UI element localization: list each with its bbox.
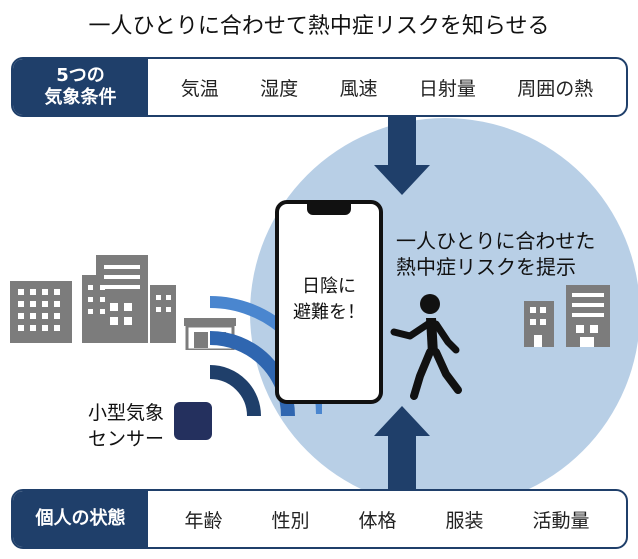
phone-notch (307, 203, 351, 215)
personal-item: 年齢 (184, 509, 223, 532)
weather-item: 風速 (339, 77, 378, 100)
sensor-label-line2: センサー (87, 428, 164, 450)
weather-conditions-label: 5つの 気象条件 (13, 59, 148, 115)
diagram-title: 一人ひとりに合わせて熱中症リスクを知らせる (88, 14, 550, 39)
personal-item: 服装 (445, 509, 484, 532)
weather-conditions-bar: 5つの 気象条件 気温 湿度 風速 日射量 周囲の熱 (11, 57, 628, 117)
personal-label-text: 個人の状態 (35, 508, 126, 529)
weather-label-line1: 5つの (56, 65, 105, 86)
city-buildings-icon (10, 255, 176, 343)
office-buildings-icon (524, 285, 610, 347)
phone-message: 日陰に 避難を！ (279, 274, 379, 326)
personal-state-bar: 個人の状態 年齢 性別 体格 服装 活動量 (11, 489, 628, 549)
weather-item: 日射量 (418, 77, 476, 100)
phone-message-line1: 日陰に (302, 276, 356, 297)
phone-message-line2: 避難を！ (293, 302, 365, 323)
weather-item: 気温 (180, 77, 219, 100)
up-arrow-icon (374, 406, 430, 490)
personal-item: 性別 (271, 509, 310, 532)
risk-message-line1: 一人ひとりに合わせた (396, 229, 596, 253)
risk-message: 一人ひとりに合わせた 熱中症リスクを提示 (396, 228, 595, 280)
personal-state-label: 個人の状態 (13, 491, 148, 547)
personal-items: 年齢 性別 体格 服装 活動量 (148, 491, 626, 547)
weather-label-line2: 気象条件 (44, 87, 117, 108)
weather-sensor-icon (174, 402, 212, 440)
personal-item: 活動量 (532, 509, 590, 532)
sensor-label: 小型気象 センサー (66, 400, 164, 452)
personal-item: 体格 (358, 509, 397, 532)
weather-item: 湿度 (260, 77, 299, 100)
walking-person-icon (390, 294, 462, 400)
risk-message-line2: 熱中症リスクを提示 (396, 255, 576, 279)
weather-items: 気温 湿度 風速 日射量 周囲の熱 (148, 59, 626, 115)
sensor-label-line1: 小型気象 (87, 402, 164, 424)
weather-item: 周囲の熱 (517, 77, 594, 100)
smartphone-icon: 日陰に 避難を！ (275, 200, 383, 404)
down-arrow-icon (374, 117, 430, 195)
